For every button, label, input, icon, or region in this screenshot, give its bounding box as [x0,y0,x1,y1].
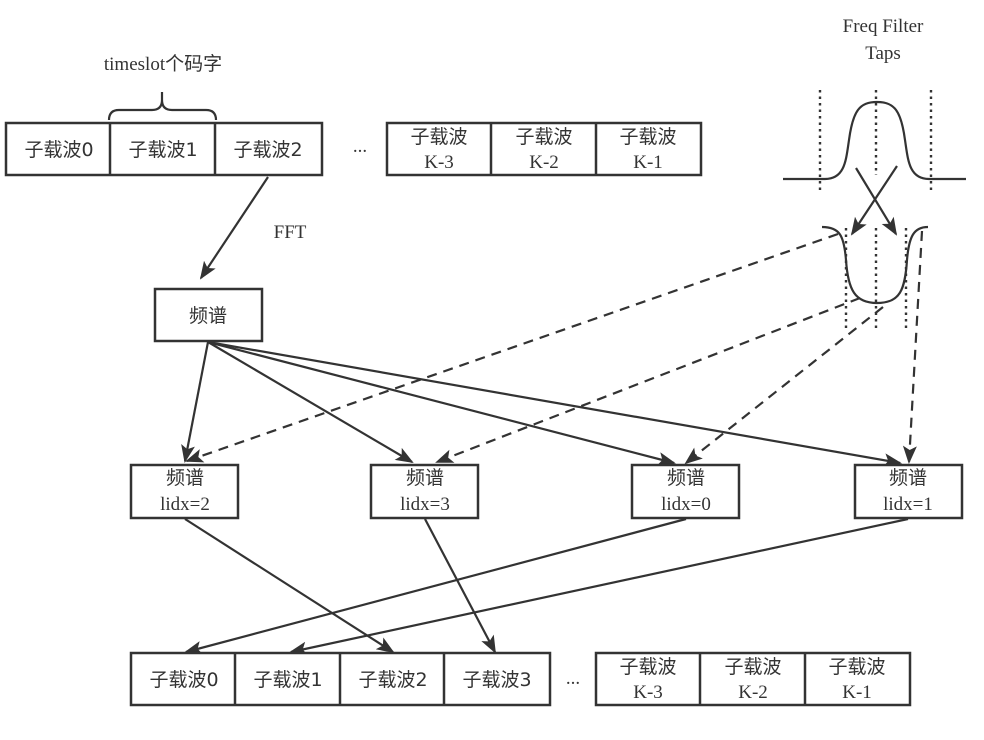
bottom-cell-3: 子载波3 [462,669,531,691]
top-cell-k2-line2: K-2 [529,152,559,173]
top-ellipsis: ... [353,136,367,157]
top-row-right: 子载波 K-3 子载波 K-2 子载波 K-1 [385,121,703,177]
top-cell-k2-line1: 子载波 [515,126,572,148]
dashed-arrow-lidx0 [684,306,884,465]
lidx-box-2-title: 频谱 [166,467,204,489]
bottom-cell-k1-line1: 子载波 [828,656,885,678]
lidx-box-3-title: 频谱 [406,467,444,489]
arrow-to-lidx1 [207,340,902,468]
dashed-arrow-lidx2 [185,232,839,463]
fft-arrow [199,176,269,280]
bottom-ellipsis: ... [566,668,580,689]
lidx-box-1: 频谱 lidx=1 [853,463,964,520]
bottom-cell-k2-line1: 子载波 [724,656,781,678]
filter-title-line2: Taps [865,43,901,64]
lidx-box-1-value: lidx=1 [883,494,933,515]
dashed-arrow-lidx3 [435,296,861,464]
top-cell-k1-line1: 子载波 [619,126,676,148]
arrow-lidx3-to-sc3 [424,518,496,654]
bottom-cell-1: 子载波1 [253,669,322,691]
cross-arrow-right [855,167,898,236]
top-cell-2: 子载波2 [233,139,302,161]
timeslot-label: timeslot个码字 [104,53,222,75]
bottom-cell-k3-line2: K-3 [633,682,663,703]
arrow-lidx2-to-sc2 [184,518,395,654]
arrow-lidx0-to-sc0 [184,517,687,655]
lidx-box-3: 频谱 lidx=3 [369,463,480,520]
filter-title-line1: Freq Filter [843,16,924,37]
brace-shape [107,92,218,121]
arrow-to-lidx2 [181,341,210,463]
lidx-box-2-value: lidx=2 [160,494,210,515]
lidx-box-2: 频谱 lidx=2 [129,463,240,520]
lidx-box-0-value: lidx=0 [661,494,711,515]
dashed-arrow-lidx1 [902,230,924,464]
bottom-cell-0: 子载波0 [149,669,218,691]
spectrum-box [153,287,264,343]
top-cell-1: 子载波1 [128,139,197,161]
cross-arrow-left [850,165,898,236]
bottom-row-left: 子载波0 子载波1 子载波2 子载波3 [129,651,552,707]
lidx-box-0: 频谱 lidx=0 [630,463,741,520]
bottom-cell-k1-line2: K-1 [842,682,872,703]
lidx-box-1-title: 频谱 [889,467,927,489]
top-cell-k3-line2: K-3 [424,152,454,173]
fft-label: FFT [274,222,307,243]
arrow-lidx1-to-sc1 [289,517,909,656]
filter-taps-curve [783,90,966,190]
top-cell-k3-line1: 子载波 [410,126,467,148]
bottom-cell-k2-line2: K-2 [738,682,768,703]
top-cell-0: 子载波0 [24,139,93,161]
top-cell-k1-line2: K-1 [633,152,663,173]
lidx-box-0-title: 频谱 [667,467,705,489]
spectrum-label: 频谱 [189,305,227,327]
bottom-cell-2: 子载波2 [358,669,427,691]
arrow-to-lidx0 [207,340,676,466]
top-row-left: 子载波0 子载波1 子载波2 [4,121,324,177]
bottom-row-right: 子载波 K-3 子载波 K-2 子载波 K-1 [594,651,912,707]
bottom-cell-k3-line1: 子载波 [619,656,676,678]
arrow-to-lidx3 [207,341,414,464]
lidx-box-3-value: lidx=3 [400,494,450,515]
shifted-taps-curve [821,225,929,328]
